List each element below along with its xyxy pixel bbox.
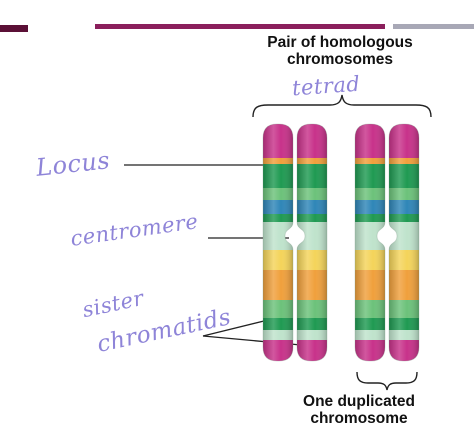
sister-pointer-upper <box>202 319 269 337</box>
header-bar-magenta <box>95 24 385 29</box>
pair-title-line1: Pair of homologous <box>267 34 413 51</box>
duplicated-brace <box>356 371 418 391</box>
chromatid-2 <box>296 123 328 362</box>
header-bar-gray <box>393 24 474 29</box>
duplicated-title: One duplicated chromosome <box>254 393 464 427</box>
pair-title: Pair of homologous chromosomes <box>222 34 458 68</box>
chromatid-3 <box>354 123 386 362</box>
chromatid-1 <box>262 123 294 362</box>
header-bar-dark <box>0 25 28 32</box>
chromosome-group <box>262 123 420 362</box>
tetrad-brace <box>252 94 432 118</box>
handwritten-tetrad: tetrad <box>291 71 362 101</box>
duplicated-title-line1: One duplicated <box>303 393 415 410</box>
duplicated-title-line2: chromosome <box>310 410 408 427</box>
pair-title-line2: chromosomes <box>287 51 393 68</box>
chromatid-4 <box>388 123 420 362</box>
